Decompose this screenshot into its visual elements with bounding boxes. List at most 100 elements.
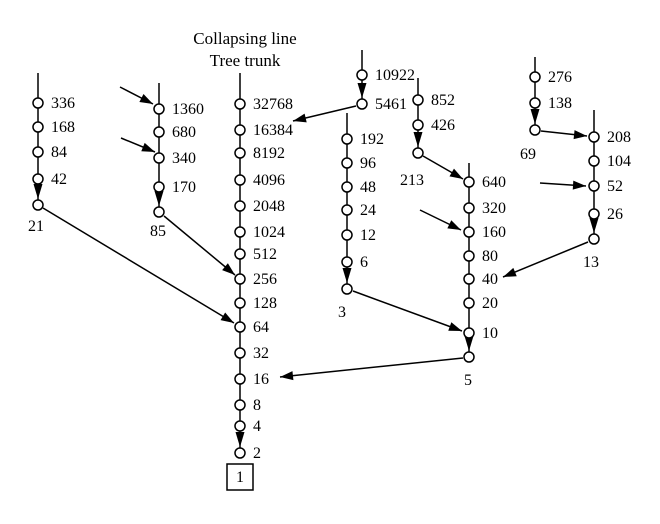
tree-node-208 [588, 131, 600, 143]
node-label-104: 104 [607, 153, 631, 170]
node-label-4096: 4096 [253, 172, 285, 189]
arrow-5461-to-16384-arrowhead [293, 113, 307, 123]
node-label-256: 256 [253, 271, 277, 288]
tree-node-512 [234, 248, 246, 260]
arrow-3-to-10 [352, 290, 463, 332]
node-label-52: 52 [607, 178, 623, 195]
node-label-160: 160 [482, 224, 506, 241]
node-label-426: 426 [431, 117, 455, 134]
node-label-168: 168 [51, 119, 75, 136]
arrow-213-to-640-arrowhead [449, 168, 463, 179]
tree-node-8192 [234, 147, 246, 159]
node-label-4: 4 [253, 418, 261, 435]
node-label-512: 512 [253, 246, 277, 263]
node-label-8192: 8192 [253, 145, 285, 162]
arrow-85-to-256 [163, 215, 236, 276]
tree-node-52 [588, 180, 600, 192]
terminal-label-69: 69 [520, 146, 536, 163]
arrow-13-to-40 [502, 241, 589, 278]
tree-node-20 [463, 297, 475, 309]
tree-node-4 [234, 420, 246, 432]
tree-node-680 [153, 126, 165, 138]
node-label-192: 192 [360, 131, 384, 148]
chain-arrowhead-branch-640 [464, 336, 474, 351]
diagram-title-line2: Tree trunk [210, 51, 281, 70]
tree-node-5461 [356, 98, 368, 110]
node-label-2: 2 [253, 445, 261, 462]
tree-node-426 [412, 119, 424, 131]
arrow-13-to-40-arrowhead [503, 267, 517, 277]
tree-node-64 [234, 321, 246, 333]
node-label-10: 10 [482, 325, 498, 342]
tree-node-160 [463, 226, 475, 238]
node-label-40: 40 [482, 271, 498, 288]
node-label-16384: 16384 [253, 122, 293, 139]
node-label-10922: 10922 [375, 67, 415, 84]
tree-node-85 [153, 206, 165, 218]
arrow-5-to-16 [279, 357, 464, 378]
terminal-label-85: 85 [150, 223, 166, 240]
node-label-26: 26 [607, 206, 623, 223]
terminal-label-5: 5 [464, 372, 472, 389]
chain-arrowhead-branch-852 [413, 132, 423, 147]
tree-node-69 [529, 124, 541, 136]
tree-node-10922 [356, 69, 368, 81]
incoming-arrow-160-arrowhead [447, 220, 461, 230]
arrow-5-to-16-arrowhead [280, 371, 294, 381]
node-label-170: 170 [172, 179, 196, 196]
node-label-12: 12 [360, 227, 376, 244]
chain-arrowhead-branch-276 [530, 109, 540, 124]
tree-node-84 [32, 146, 44, 158]
tree-node-10 [463, 327, 475, 339]
tree-node-336 [32, 97, 44, 109]
tree-node-104 [588, 155, 600, 167]
node-label-138: 138 [548, 95, 572, 112]
terminal-label-13: 13 [583, 254, 599, 271]
tree-node-2048 [234, 200, 246, 212]
tree-node-340 [153, 152, 165, 164]
chain-arrowhead-branch-10922 [357, 83, 367, 98]
node-label-32: 32 [253, 345, 269, 362]
tree-node-320 [463, 202, 475, 214]
tree-node-2 [234, 447, 246, 459]
root-node-label: 1 [236, 469, 244, 486]
tree-node-26 [588, 208, 600, 220]
node-label-80: 80 [482, 248, 498, 265]
diagram-title-line1: Collapsing line [193, 29, 296, 48]
tree-node-192 [341, 133, 353, 145]
tree-node-276 [529, 71, 541, 83]
tree-node-5 [463, 351, 475, 363]
terminal-label-3: 3 [338, 304, 346, 321]
chain-arrowhead-branch-1360 [154, 191, 164, 206]
node-label-84: 84 [51, 144, 67, 161]
tree-node-1024 [234, 226, 246, 238]
node-label-64: 64 [253, 319, 269, 336]
root-node-box [226, 463, 254, 491]
tree-node-213 [412, 147, 424, 159]
tree-node-32 [234, 347, 246, 359]
tree-node-170 [153, 181, 165, 193]
node-label-8: 8 [253, 397, 261, 414]
node-label-336: 336 [51, 95, 75, 112]
tree-node-4096 [234, 174, 246, 186]
arrow-85-to-256-arrowhead [222, 263, 235, 275]
incoming-arrow-340-arrowhead [141, 142, 155, 152]
chain-arrowhead-trunk [235, 432, 245, 447]
node-label-1360: 1360 [172, 101, 204, 118]
tree-node-128 [234, 297, 246, 309]
incoming-arrow-1360-arrowhead [139, 94, 153, 104]
tree-node-13 [588, 233, 600, 245]
arrow-3-to-10-arrowhead [448, 322, 462, 331]
node-label-1024: 1024 [253, 224, 285, 241]
arrow-21-to-64 [42, 207, 235, 324]
tree-node-16384 [234, 124, 246, 136]
node-label-640: 640 [482, 174, 506, 191]
node-label-32768: 32768 [253, 96, 293, 113]
tree-node-40 [463, 273, 475, 285]
tree-node-6 [341, 256, 353, 268]
terminal-label-21: 21 [28, 218, 44, 235]
chain-arrowhead-branch-336 [33, 184, 43, 199]
tree-node-32768 [234, 98, 246, 110]
incoming-arrow-52-arrowhead [572, 180, 586, 190]
